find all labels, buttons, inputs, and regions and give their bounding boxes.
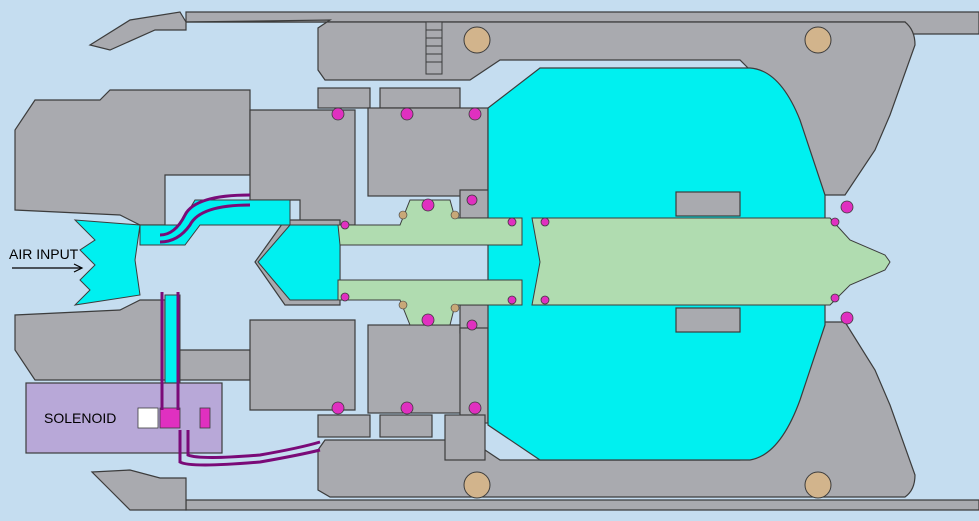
o-ring [331, 107, 345, 121]
bearing-ball [463, 471, 491, 499]
o-ring [331, 401, 345, 415]
guide-block-5 [317, 414, 371, 438]
o-ring [507, 295, 517, 305]
nozzle-cavity [257, 224, 341, 301]
o-ring [340, 220, 350, 230]
o-ring [507, 217, 517, 227]
bearing-ball [804, 26, 832, 54]
o-ring [466, 194, 478, 206]
air-input-label: AIR INPUT [9, 246, 79, 262]
o-ring [468, 107, 482, 121]
stop-plate-upper [675, 191, 741, 217]
o-ring [830, 293, 840, 303]
guide-block-3 [367, 107, 489, 197]
valve-body-lower [249, 319, 356, 411]
o-ring [540, 295, 550, 305]
input-fitting-lower [14, 299, 251, 381]
outer-housing-bottom [185, 499, 979, 511]
left-clip-top [88, 11, 187, 51]
bearing-pin [450, 303, 460, 313]
stop-plate-lower [675, 307, 741, 333]
bearing-ball [463, 26, 491, 54]
air-input-arrow [12, 263, 84, 273]
guide-block-6 [379, 414, 433, 438]
o-ring [400, 401, 414, 415]
o-ring [540, 217, 550, 227]
guide-block-2 [379, 87, 461, 109]
o-ring [830, 217, 840, 227]
o-ring [400, 107, 414, 121]
bearing-pin [398, 300, 408, 310]
o-ring [340, 292, 350, 302]
air-line-bottom-2 [186, 430, 321, 459]
o-ring [466, 319, 478, 331]
o-ring [421, 198, 435, 212]
air-line-top-2 [159, 203, 251, 244]
guide-block-1 [317, 87, 371, 109]
air-line-bottom [178, 430, 321, 467]
bearing-pin [398, 210, 408, 220]
o-ring [468, 401, 482, 415]
housing-top-rail [185, 19, 916, 196]
air-line-top [159, 193, 251, 237]
o-ring [840, 200, 854, 214]
o-ring [421, 313, 435, 327]
set-screw [425, 21, 443, 75]
bearing-ball [804, 471, 832, 499]
left-clip-bottom [90, 469, 187, 511]
inlet-cavity [73, 219, 141, 306]
piston-rod-lower [337, 279, 523, 326]
guide-block-10 [444, 414, 486, 461]
piston-shaft [531, 217, 891, 306]
solenoid-coil-2 [159, 407, 181, 429]
solenoid-label: SOLENOID [44, 410, 117, 426]
solenoid-coil-1 [137, 407, 159, 429]
solenoid-coil-3 [199, 407, 211, 429]
bearing-pin [450, 210, 460, 220]
o-ring [840, 311, 854, 325]
